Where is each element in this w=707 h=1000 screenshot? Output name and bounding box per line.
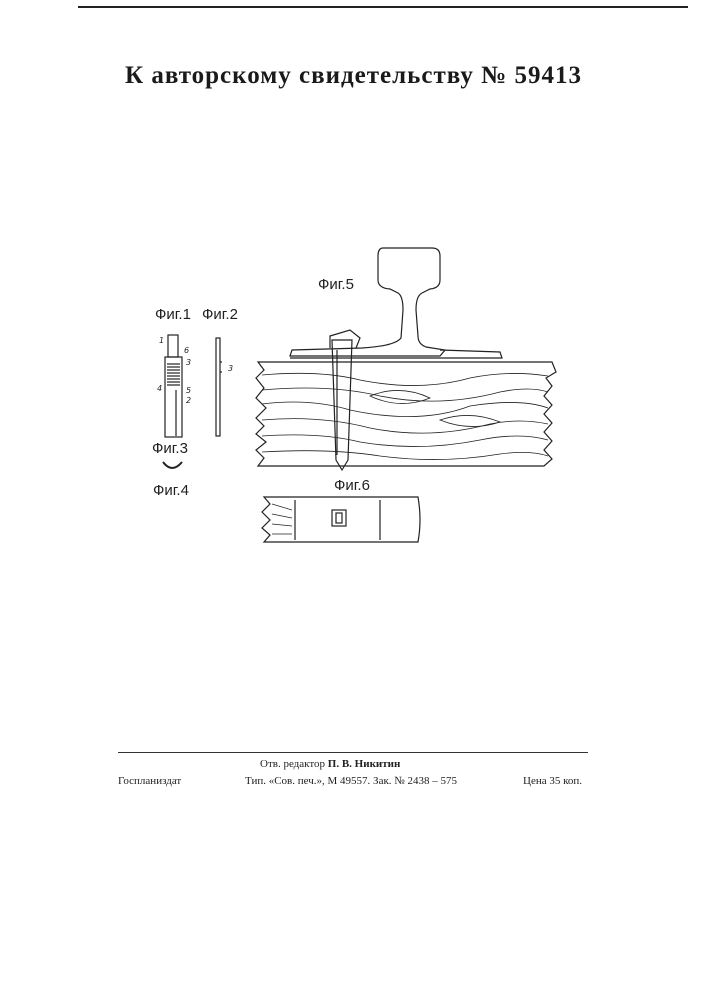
publisher: Госпланиздат [118, 775, 181, 787]
editor-line: Отв. редактор П. В. Никитин [260, 758, 400, 770]
part-number: 5 [186, 386, 191, 395]
editor-prefix: Отв. редактор [260, 758, 325, 770]
fig3-label: Фиг.3 [152, 440, 188, 457]
fig6-tie-plan [262, 497, 420, 542]
part-number: 4 [157, 384, 162, 393]
part-number: 3 [228, 364, 233, 373]
part-number: 6 [184, 346, 189, 355]
fig3-arc [163, 462, 182, 468]
fig2-label: Фиг.2 [202, 306, 238, 323]
price: Цена 35 коп. [523, 775, 582, 787]
fig5-tie [256, 362, 556, 466]
print-info: Тип. «Сов. печ.», М 49557. Зак. № 2438 –… [245, 775, 457, 787]
part-number: 2 [186, 396, 191, 405]
fig1-spike [165, 335, 182, 437]
footer-rule [118, 752, 588, 753]
part-number: 1 [159, 336, 164, 345]
fig5-label: Фиг.5 [318, 276, 354, 293]
fig5-rail [290, 248, 502, 358]
fig2-strip [216, 338, 222, 436]
fig1-label: Фиг.1 [155, 306, 191, 323]
part-number: 3 [186, 358, 191, 367]
editor-name: П. В. Никитин [328, 758, 401, 770]
fig5-spike [332, 340, 352, 470]
fig4-label: Фиг.4 [153, 482, 189, 499]
fig6-label: Фиг.6 [334, 477, 370, 494]
